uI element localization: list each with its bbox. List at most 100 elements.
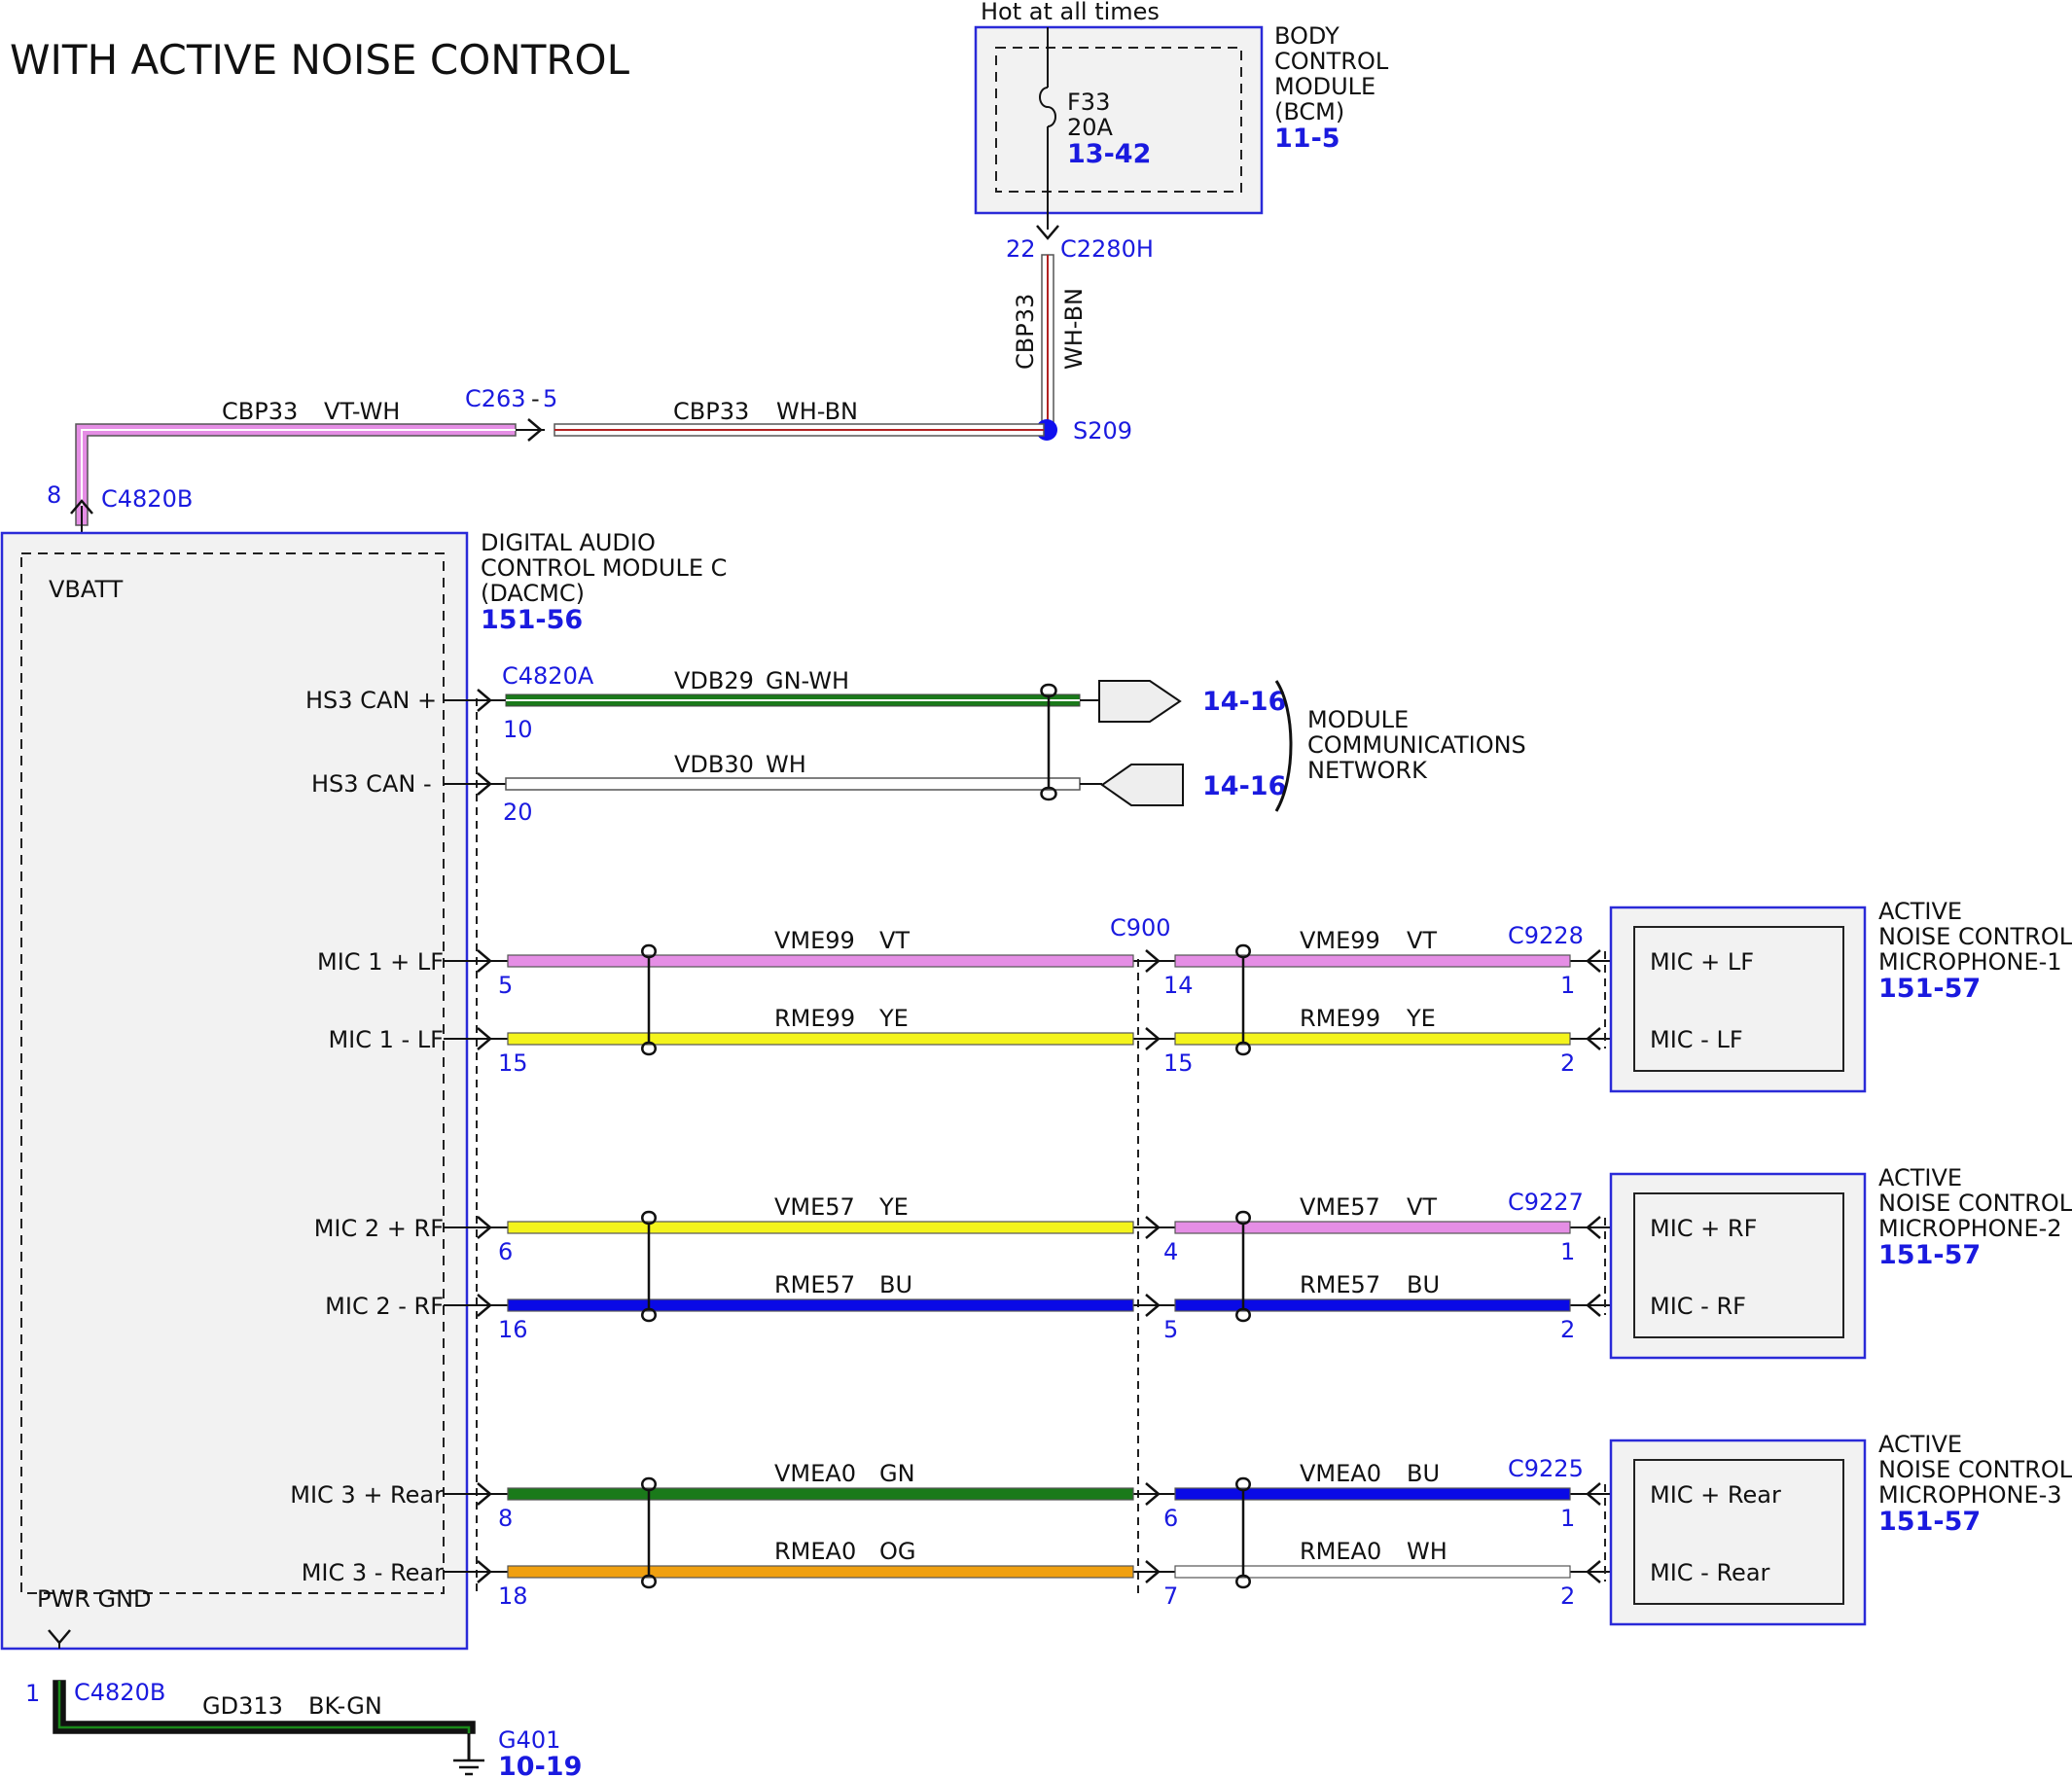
dacmc-module-box bbox=[0, 531, 469, 1651]
mic-wire bbox=[1174, 1565, 1571, 1579]
can-plus-ref[interactable]: 14-16 bbox=[1202, 687, 1286, 717]
c4820b-connector-symbol bbox=[70, 499, 93, 515]
mic-name-1: ACTIVE bbox=[1878, 1164, 1962, 1191]
wire-label: VT bbox=[1407, 1193, 1437, 1221]
c263-label: C263 bbox=[465, 385, 526, 412]
pin-number: 7 bbox=[1163, 1582, 1178, 1610]
c263-connector-symbol bbox=[527, 418, 543, 442]
twisted-pair-icon bbox=[641, 1210, 657, 1323]
dacmc-ref[interactable]: 151-56 bbox=[481, 605, 583, 635]
wire-label: BU bbox=[879, 1271, 912, 1298]
power-label: Hot at all times bbox=[981, 0, 1160, 25]
mic-minus-label: MIC - Rear bbox=[1650, 1559, 1770, 1586]
pin-number: 15 bbox=[1163, 1049, 1194, 1077]
mic-wire bbox=[1174, 954, 1571, 968]
can-minus-ref[interactable]: 14-16 bbox=[1202, 771, 1286, 801]
vbatt-label: VBATT bbox=[49, 576, 124, 603]
mic-ref[interactable]: 151-57 bbox=[1878, 1240, 1981, 1270]
pin-number: 16 bbox=[498, 1316, 528, 1343]
mic-wire bbox=[507, 1221, 1134, 1234]
left-color-label: VT-WH bbox=[324, 398, 400, 425]
dacmc-internal-box bbox=[20, 552, 445, 1594]
c4820b-pin: 8 bbox=[47, 481, 61, 509]
c900-connector-symbol bbox=[1145, 1482, 1161, 1506]
wire-label: VMEA0 bbox=[774, 1460, 856, 1487]
dacmc-pin-label: MIC 3 - Rear bbox=[302, 1559, 444, 1586]
mic-connector-symbol bbox=[1586, 1560, 1601, 1583]
fuse-ref[interactable]: 13-42 bbox=[1067, 139, 1151, 169]
network-line-3: NETWORK bbox=[1307, 757, 1428, 784]
vertical-color-label: WH-BN bbox=[1060, 288, 1088, 370]
mic-connector-symbol bbox=[1586, 1027, 1601, 1050]
can-plus-connector bbox=[477, 689, 492, 712]
fuse-name: F33 bbox=[1067, 89, 1110, 116]
can-minus-label: HS3 CAN - bbox=[311, 770, 432, 798]
mic-plus-label: MIC + RF bbox=[1650, 1215, 1757, 1242]
can-minus-pin-num: 20 bbox=[503, 799, 533, 826]
dacmc-pin-label: MIC 3 + Rear bbox=[290, 1481, 444, 1509]
pin-number: 2 bbox=[1560, 1582, 1575, 1610]
mic-name-1: ACTIVE bbox=[1878, 898, 1962, 925]
pin-number: 15 bbox=[498, 1049, 528, 1077]
bcm-module-box bbox=[974, 25, 1264, 215]
mic-plus-label: MIC + Rear bbox=[1650, 1481, 1781, 1509]
can-plus-offpage-arrow bbox=[1098, 680, 1182, 723]
pin-number: 2 bbox=[1560, 1049, 1575, 1077]
dacmc-name-3: (DACMC) bbox=[481, 580, 585, 607]
dacmc-name-1: DIGITAL AUDIO bbox=[481, 529, 656, 556]
twisted-pair-icon bbox=[1235, 1210, 1251, 1323]
mic-name-1: ACTIVE bbox=[1878, 1431, 1962, 1458]
mic-ref[interactable]: 151-57 bbox=[1878, 1507, 1981, 1537]
c4820a-connector-symbol bbox=[477, 1560, 492, 1583]
ground-pin: 1 bbox=[25, 1680, 40, 1707]
ground-connector-label: C4820B bbox=[74, 1679, 165, 1706]
mic-connector-label: C9228 bbox=[1508, 922, 1584, 949]
ground-connector-symbol bbox=[48, 1629, 71, 1645]
mic-name-3: MICROPHONE-2 bbox=[1878, 1215, 2062, 1242]
network-brace bbox=[1274, 680, 1293, 812]
fuse-rating: 20A bbox=[1067, 114, 1114, 141]
mic-minus-label: MIC - LF bbox=[1650, 1026, 1743, 1053]
mic-name-2: NOISE CONTROL bbox=[1878, 1456, 2072, 1483]
mic-wire bbox=[1174, 1298, 1571, 1312]
c4820a-connector-symbol bbox=[477, 1482, 492, 1506]
left-circuit-label: CBP33 bbox=[222, 398, 298, 425]
bcm-ref[interactable]: 11-5 bbox=[1274, 124, 1340, 154]
c4820a-label: C4820A bbox=[502, 662, 594, 690]
bcm-name-4: (BCM) bbox=[1274, 98, 1344, 125]
c900-connector-symbol bbox=[1145, 1216, 1161, 1239]
mic-connector-label: C9225 bbox=[1508, 1455, 1584, 1482]
network-line-2: COMMUNICATIONS bbox=[1307, 731, 1526, 759]
mic-name-3: MICROPHONE-1 bbox=[1878, 948, 2062, 976]
mic-name-2: NOISE CONTROL bbox=[1878, 1190, 2072, 1217]
wire-label: VMEA0 bbox=[1300, 1460, 1381, 1487]
c900-connector-symbol bbox=[1145, 1294, 1161, 1317]
mic-wire bbox=[507, 1487, 1134, 1501]
bcm-connector-pin: 22 bbox=[1006, 235, 1036, 263]
c263-dash: - bbox=[531, 385, 540, 412]
can-plus-color: GN-WH bbox=[766, 667, 849, 694]
pin-number: 5 bbox=[498, 972, 513, 999]
ground-ref[interactable]: 10-19 bbox=[498, 1752, 582, 1777]
mic-ref[interactable]: 151-57 bbox=[1878, 974, 1981, 1004]
c4820a-connector-symbol bbox=[477, 1216, 492, 1239]
wire-label: YE bbox=[878, 1005, 909, 1032]
c4820a-connector-symbol bbox=[477, 949, 492, 973]
ground-color: BK-GN bbox=[308, 1692, 382, 1720]
splice-label: S209 bbox=[1073, 417, 1132, 444]
bcm-connector-symbol bbox=[1036, 225, 1059, 240]
mic-name-2: NOISE CONTROL bbox=[1878, 923, 2072, 950]
wire-label: BU bbox=[1407, 1460, 1440, 1487]
mic-connector-symbol bbox=[1586, 1294, 1601, 1317]
wire-vt-wh bbox=[75, 423, 517, 526]
wire-stripe bbox=[81, 429, 516, 525]
vertical-circuit-label: CBP33 bbox=[1012, 294, 1039, 370]
mic-inner-box bbox=[1633, 1459, 1844, 1605]
can-twisted-pair-icon bbox=[1040, 683, 1057, 801]
bcm-connector-label: C2280H bbox=[1060, 235, 1154, 263]
pin-number: 18 bbox=[498, 1582, 528, 1610]
